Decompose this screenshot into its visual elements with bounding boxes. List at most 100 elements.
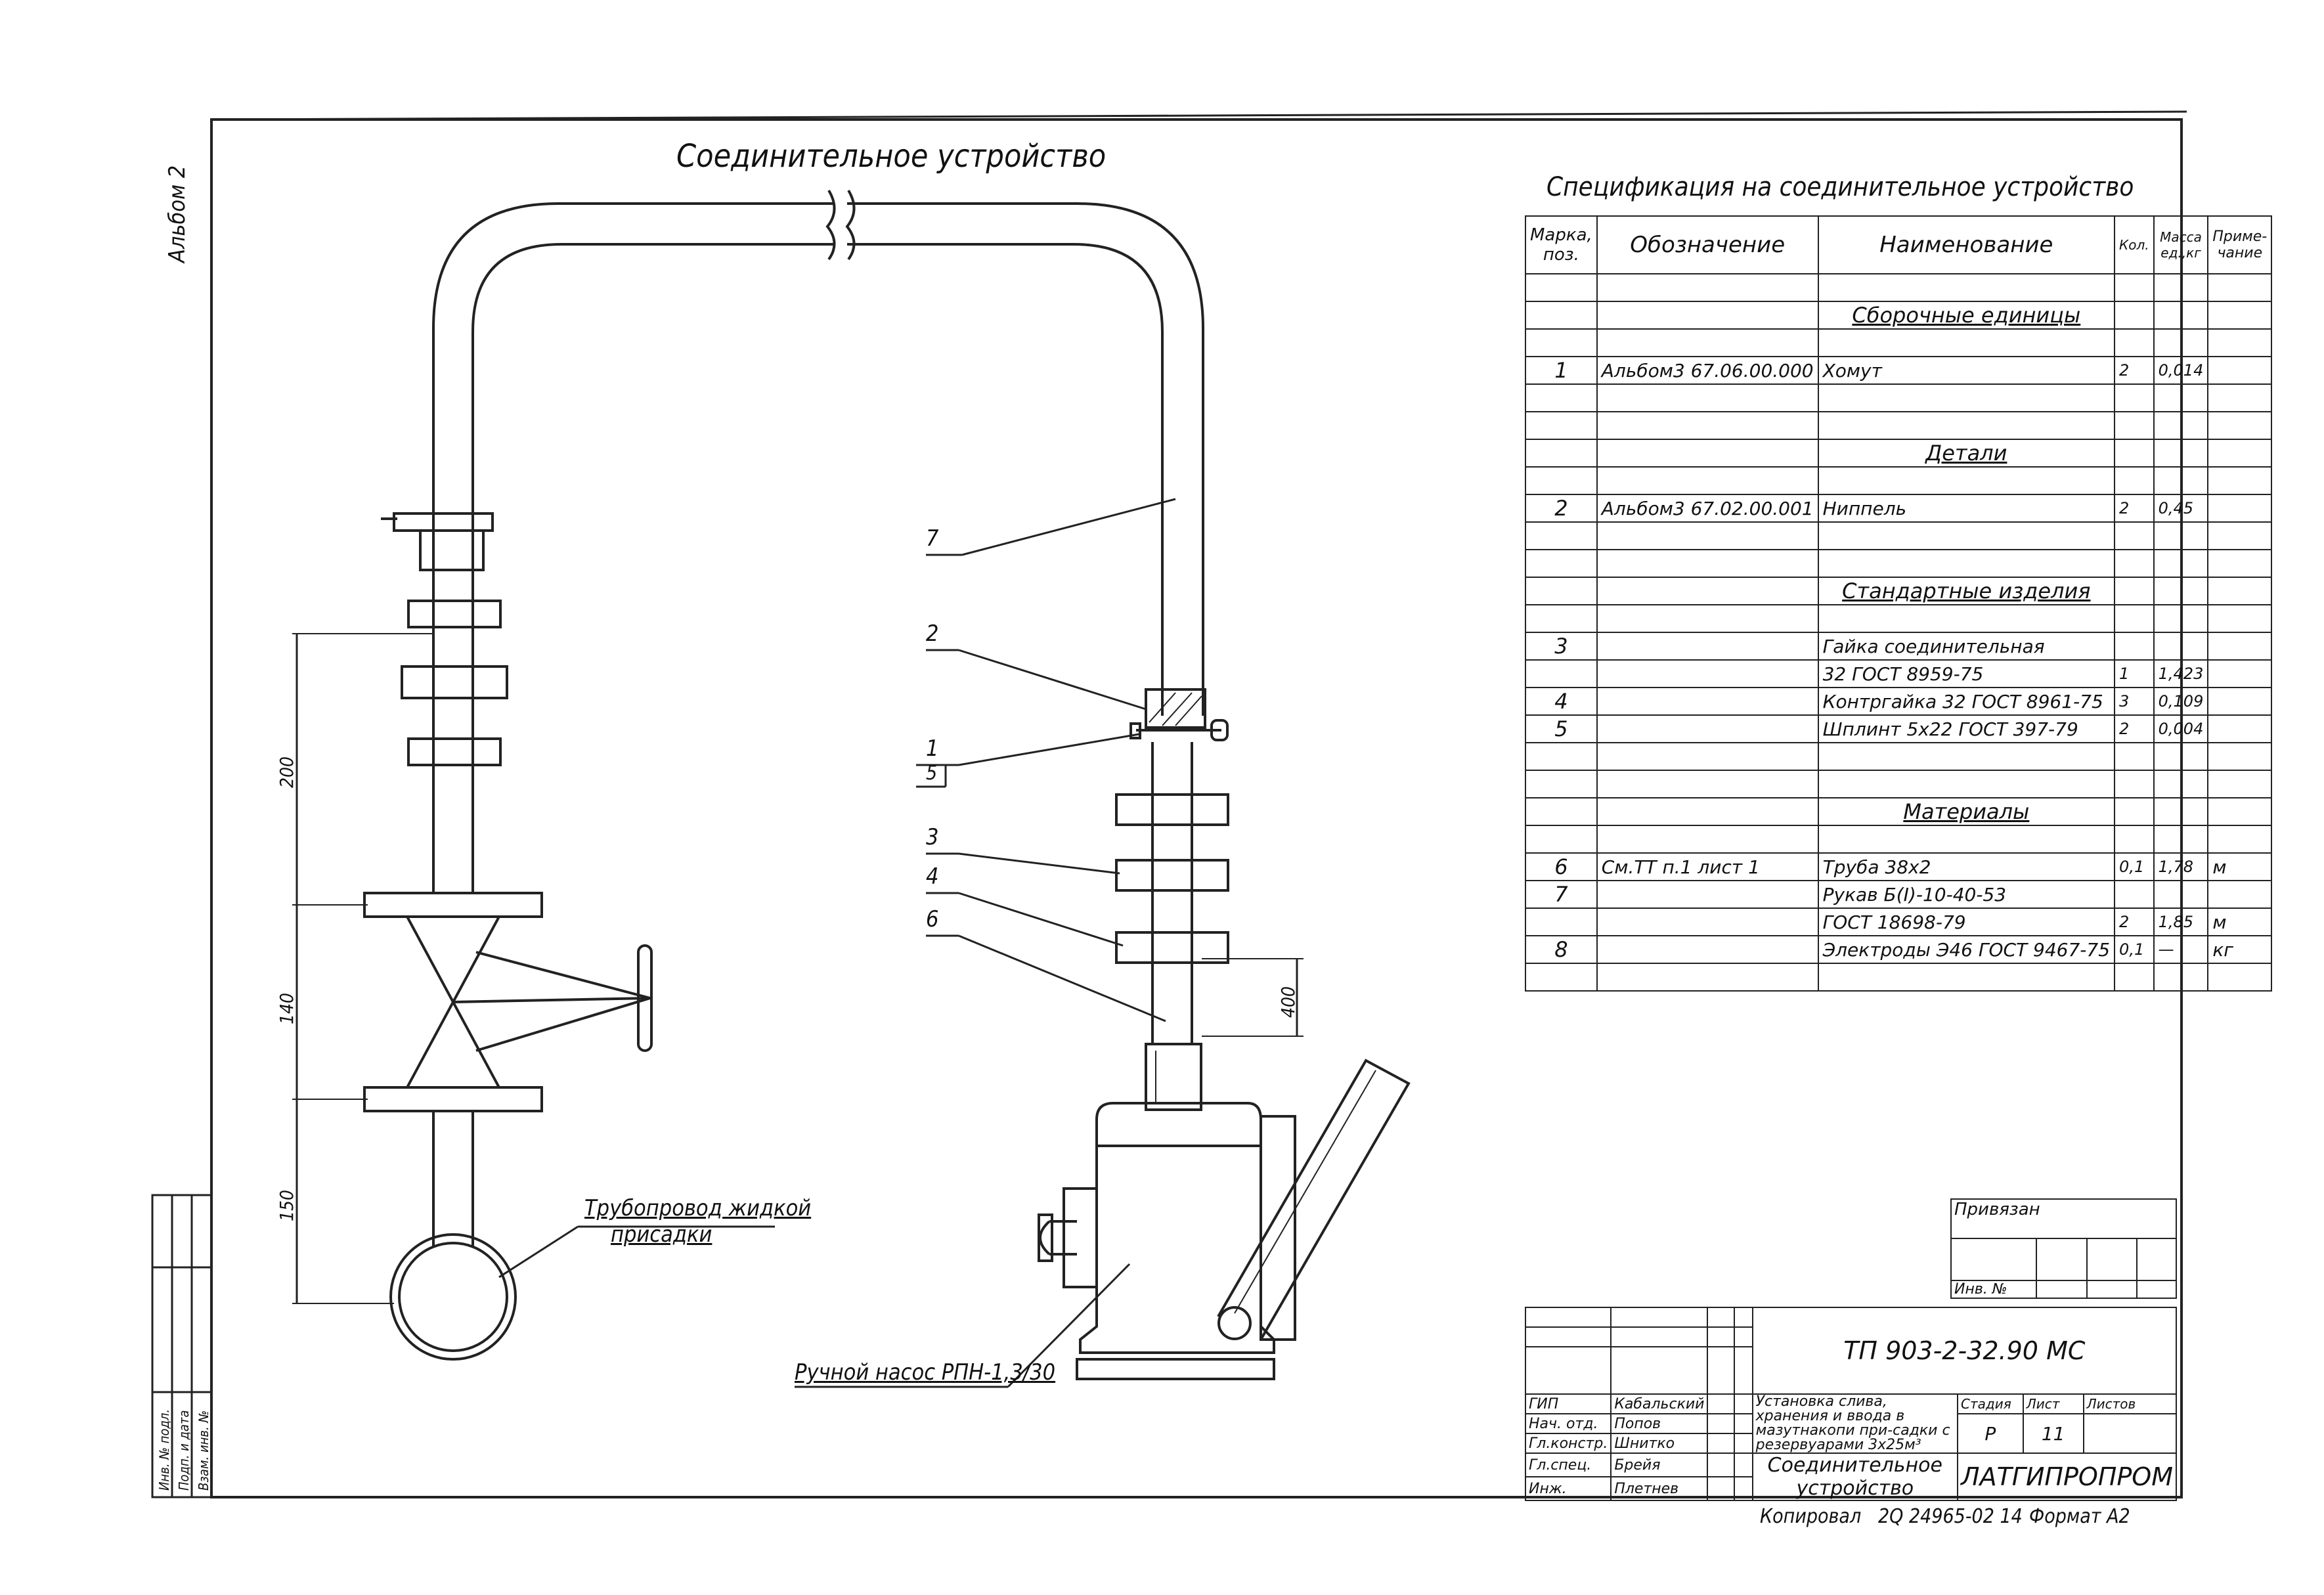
spec-cell xyxy=(1817,549,2116,578)
spec-blank-row xyxy=(1525,770,2273,798)
spec-cell xyxy=(1596,549,1819,578)
spec-cell-name: Ниппель xyxy=(1817,494,2116,523)
name-4: Плетнев xyxy=(1610,1476,1709,1501)
spec-section-row: Детали xyxy=(1525,439,2273,468)
spec-cell xyxy=(1596,521,1819,550)
role-1: Нач. отд. xyxy=(1524,1413,1612,1434)
role-0: ГИП xyxy=(1524,1393,1612,1414)
spec-cell xyxy=(2114,328,2155,357)
stage-label: Стадия xyxy=(1957,1393,2024,1414)
inv-label: Инв. № xyxy=(1950,1280,2037,1299)
spec-cell xyxy=(2153,742,2209,771)
spec-cell-qty xyxy=(2114,880,2155,909)
spec-cell xyxy=(1596,466,1819,495)
side-stamp-inv: Инв. № подл. xyxy=(156,1409,172,1491)
spec-cell xyxy=(2114,439,2155,468)
project-desc: Установка слива, хранения и ввода в мазу… xyxy=(1751,1393,1959,1454)
spec-cell xyxy=(2114,301,2155,330)
spec-cell xyxy=(2114,411,2155,440)
spec-cell xyxy=(1596,797,1819,826)
spec-cell-code xyxy=(1596,935,1819,964)
spec-cell xyxy=(2153,604,2209,633)
spec-cell xyxy=(1817,604,2116,633)
spec-cell-mass xyxy=(2153,880,2209,909)
spec-cell xyxy=(2207,742,2273,771)
spec-cell-name: Труба 38х2 xyxy=(1817,852,2116,881)
spec-cell xyxy=(2153,328,2209,357)
spec-cell-mass: 0,45 xyxy=(2153,494,2209,523)
spec-cell xyxy=(2207,521,2273,550)
dimension-200: 200 xyxy=(276,756,297,788)
title-block: ТП 903-2-32.90 МС ГИП Кабальский Установ… xyxy=(1524,1307,2178,1501)
spec-cell xyxy=(1817,328,2116,357)
spec-cell xyxy=(1525,273,1598,302)
spec-cell xyxy=(1817,825,2116,854)
spec-cell-code xyxy=(1596,880,1819,909)
spec-cell xyxy=(2207,963,2273,992)
spec-cell xyxy=(2207,825,2273,854)
spec-cell-mass: 0,014 xyxy=(2153,356,2209,385)
spec-cell xyxy=(1596,770,1819,798)
spec-cell-note xyxy=(2207,494,2273,523)
spec-cell-name: Электроды Э46 ГОСТ 9467-75 xyxy=(1817,935,2116,964)
callout-5: 5 xyxy=(926,762,938,785)
spec-cell-pos: 5 xyxy=(1525,714,1598,743)
spec-cell xyxy=(1525,328,1598,357)
spec-cell xyxy=(2153,301,2209,330)
spec-cell-qty: 1 xyxy=(2114,659,2155,688)
footer-format: Формат А2 xyxy=(2029,1505,2130,1528)
spec-cell xyxy=(1525,797,1598,826)
side-stamp-frame xyxy=(151,1194,213,1498)
spec-cell xyxy=(1525,383,1598,412)
spec-cell-qty: 0,1 xyxy=(2114,935,2155,964)
spec-cell-pos: 3 xyxy=(1525,632,1598,661)
side-stamp-replace: Взам. инв. № xyxy=(196,1410,211,1491)
spec-blank-row xyxy=(1525,825,2273,854)
spec-cell-mass: 0,004 xyxy=(2153,714,2209,743)
spec-cell-name: Контргайка 32 ГОСТ 8961-75 xyxy=(1817,687,2116,716)
callout-6: 6 xyxy=(926,906,939,932)
spec-cell-mass xyxy=(2153,632,2209,661)
spec-cell xyxy=(2207,273,2273,302)
spec-cell xyxy=(2153,383,2209,412)
spec-cell xyxy=(2114,383,2155,412)
spec-cell xyxy=(1817,742,2116,771)
name-2: Шнитко xyxy=(1610,1433,1709,1454)
spec-cell-note: кг xyxy=(2207,935,2273,964)
spec-cell-name: ГОСТ 18698-79 xyxy=(1817,907,2116,936)
spec-cell-qty: 2 xyxy=(2114,714,2155,743)
spec-col-mass: Масса ед.,кг xyxy=(2153,215,2209,274)
spec-blank-row xyxy=(1525,383,2273,412)
spec-cell xyxy=(2207,604,2273,633)
spec-cell xyxy=(2114,466,2155,495)
album-label: Альбом 2 xyxy=(164,165,190,263)
spec-cell-code: См.ТТ п.1 лист 1 xyxy=(1596,852,1819,881)
spec-cell-pos: 2 xyxy=(1525,494,1598,523)
spec-blank-row xyxy=(1525,466,2273,495)
spec-cell-note xyxy=(2207,880,2273,909)
dimension-140: 140 xyxy=(276,992,297,1024)
spec-cell-qty: 3 xyxy=(2114,687,2155,716)
spec-cell xyxy=(2207,411,2273,440)
spec-cell xyxy=(2114,604,2155,633)
spec-cell xyxy=(1596,411,1819,440)
sheet-label: Лист xyxy=(2022,1393,2084,1414)
role-2: Гл.констр. xyxy=(1524,1433,1612,1454)
name-3: Брейя xyxy=(1610,1453,1709,1477)
spec-cell xyxy=(2114,770,2155,798)
spec-cell-pos: 8 xyxy=(1525,935,1598,964)
name-0: Кабальский xyxy=(1610,1393,1709,1414)
spec-blank-row xyxy=(1525,549,2273,578)
sheets-value xyxy=(2082,1413,2178,1454)
spec-section-row: Материалы xyxy=(1525,797,2273,826)
spec-section-name: Сборочные единицы xyxy=(1817,301,2116,330)
left-view xyxy=(292,506,775,1361)
frame-top-extension xyxy=(211,110,2187,121)
